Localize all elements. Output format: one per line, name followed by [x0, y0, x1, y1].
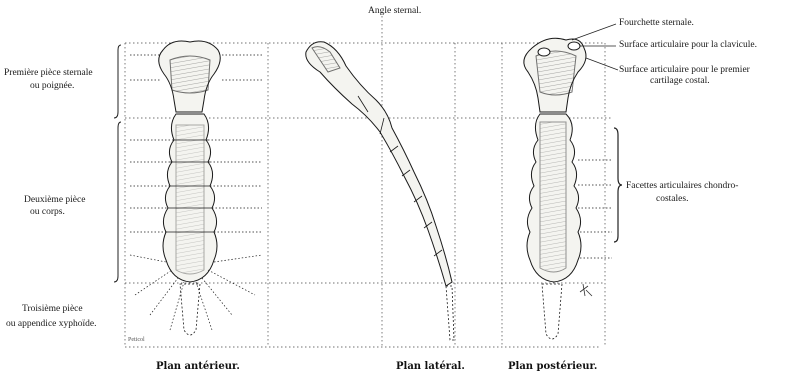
label-troisieme-piece-2: ou appendice xyphoïde. [6, 318, 97, 330]
left-braces [114, 45, 121, 282]
artist-signature: Peticol [128, 337, 145, 343]
lateral-view [306, 42, 454, 340]
label-facettes-2: costales. [656, 193, 688, 205]
label-troisieme-piece-1: Troisième pièce [22, 303, 83, 315]
caption-plan-posterieur: Plan postérieur. [508, 361, 597, 372]
label-fourchette-sternale: Fourchette sternale. [619, 17, 694, 29]
artist-mark [580, 284, 592, 296]
label-deuxieme-piece-2: ou corps. [30, 206, 65, 218]
label-surface-cartilage-2: cartilage costal. [650, 75, 710, 87]
caption-plan-lateral: Plan latéral. [396, 361, 465, 372]
posterior-view [524, 38, 612, 339]
label-deuxieme-piece-1: Deuxième pièce [24, 194, 85, 206]
caption-plan-anterieur: Plan antérieur. [156, 361, 240, 372]
label-premiere-piece-2: ou poignée. [30, 80, 74, 92]
label-premiere-piece-1: Première pièce sternale [4, 67, 93, 79]
label-surface-clavicule: Surface articulaire pour la clavicule. [619, 39, 757, 51]
anterior-view [130, 41, 262, 335]
label-facettes-1: Facettes articulaires chondro- [626, 180, 738, 192]
label-angle-sternal: Angle sternal. [368, 5, 421, 17]
right-brace [614, 128, 622, 242]
